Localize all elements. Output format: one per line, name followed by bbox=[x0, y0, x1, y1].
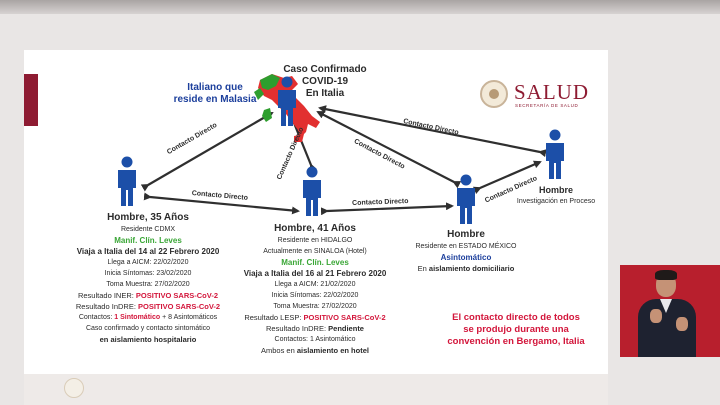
confirmed-case-title: Caso Confirmado bbox=[283, 64, 367, 75]
case-current-location: Actualmente en SINALOA (Hotel) bbox=[263, 248, 367, 255]
case-title: Hombre, 35 Años bbox=[107, 212, 189, 223]
confirmed-case-country: En Italia bbox=[305, 88, 345, 99]
isolation-prefix: En bbox=[417, 264, 427, 273]
case-trip: Viaja a Italia del 16 al 21 Febrero 2020 bbox=[243, 269, 387, 278]
case-note: Investigación en Proceso bbox=[516, 198, 596, 205]
isolation-type: aislamiento domiciliario bbox=[428, 264, 515, 273]
case-residence: Residente en ESTADO MÉXICO bbox=[415, 243, 517, 250]
person-icon bbox=[457, 174, 475, 224]
result-value: Pendiente bbox=[328, 324, 364, 333]
case-result-indre: Resultado InDRE: POSITIVO SARS-CoV-2 bbox=[58, 301, 238, 312]
arrow-man41-to-edomex bbox=[320, 202, 454, 216]
contacts-label: Contactos: bbox=[78, 314, 113, 321]
note-line-3: convención en Bergamo, Italia bbox=[447, 336, 585, 347]
case-contacts: Contactos: 1 Asintomático bbox=[274, 336, 356, 343]
result-value: POSITIVO SARS-CoV-2 bbox=[138, 302, 221, 311]
case-arrival: Llega a AICM: 22/02/2020 bbox=[107, 259, 189, 266]
contacts-symptomatic: 1 Sintomático bbox=[114, 314, 161, 321]
case-result-lesp: Resultado LESP: POSITIVO SARS-CoV-2 bbox=[220, 312, 410, 323]
case-sample: Toma Muestra: 27/02/2020 bbox=[273, 303, 357, 310]
person-icon bbox=[118, 156, 136, 206]
person-icon bbox=[303, 166, 321, 216]
arrow-investigation-to-case bbox=[318, 105, 547, 158]
case-sample: Toma Muestra: 27/02/2020 bbox=[106, 281, 190, 288]
result-label: Resultado LESP: bbox=[244, 313, 302, 322]
interpreter-hand bbox=[676, 317, 688, 331]
italian-label: Italiano que reside en Malasia bbox=[160, 82, 270, 106]
interpreter-hair bbox=[655, 270, 677, 280]
result-value: POSITIVO SARS-CoV-2 bbox=[303, 313, 386, 322]
case-arrival: Llega a AICM: 21/02/2020 bbox=[274, 281, 356, 288]
case-title: Hombre bbox=[447, 229, 485, 240]
arrow-edomex-to-investigation bbox=[472, 160, 542, 195]
case-status: Asintomático bbox=[440, 253, 492, 262]
case-man-41: Hombre, 41 Años Residente en HIDALGO Act… bbox=[220, 222, 410, 356]
interpreter-hand bbox=[650, 309, 662, 323]
case-result-iner: Resultado INER: POSITIVO SARS-CoV-2 bbox=[58, 290, 238, 301]
italian-line-1: Italiano que bbox=[187, 82, 243, 93]
result-label: Resultado InDRE: bbox=[75, 302, 136, 311]
case-result-indre: Resultado InDRE: Pendiente bbox=[220, 323, 410, 334]
confirmed-case-label: Caso Confirmado COVID-19 En Italia bbox=[270, 64, 380, 100]
case-man-edomex: Hombre Residente en ESTADO MÉXICO Asinto… bbox=[396, 228, 536, 274]
case-clinical: Manif. Clín. Leves bbox=[281, 258, 349, 267]
seal-icon bbox=[480, 80, 508, 108]
case-symptoms: Inicia Síntomas: 22/02/2020 bbox=[271, 292, 359, 299]
case-clinical: Manif. Clín. Leves bbox=[114, 236, 182, 245]
slide-footer-decoration bbox=[24, 374, 608, 405]
case-trip: Viaja a Italia del 14 al 22 Febrero 2020 bbox=[76, 247, 220, 256]
person-icon bbox=[546, 129, 564, 179]
result-value: POSITIVO SARS-CoV-2 bbox=[135, 291, 219, 300]
case-contacts: Contactos: 1 Sintomático + 8 Asintomátic… bbox=[58, 312, 238, 323]
note-line-2: se produjo durante una bbox=[463, 324, 569, 335]
case-note: Caso confirmado y contacto sintomático bbox=[85, 325, 211, 332]
arrow-man35-to-case bbox=[140, 111, 274, 192]
case-isolation: En aislamiento domiciliario bbox=[396, 263, 536, 274]
brand-name: SALUD bbox=[514, 80, 590, 104]
case-man-35: Hombre, 35 Años Residente CDMX Manif. Cl… bbox=[58, 211, 238, 345]
confirmed-case-disease: COVID-19 bbox=[301, 76, 349, 87]
case-isolation: Ambos en aislamiento en hotel bbox=[220, 345, 410, 356]
top-bar bbox=[0, 0, 720, 14]
salud-logo: SALUD SECRETARÍA DE SALUD bbox=[480, 80, 600, 110]
result-label: Resultado INER: bbox=[77, 291, 134, 300]
result-label: Resultado InDRE: bbox=[266, 324, 327, 333]
contacts-asymptomatic: + 8 Asintomáticos bbox=[162, 314, 218, 321]
slide-accent-bar bbox=[24, 74, 38, 126]
case-man-investigation: Hombre Investigación en Proceso bbox=[506, 184, 606, 207]
arrow-edomex-to-case bbox=[316, 111, 462, 189]
case-title: Hombre, 41 Años bbox=[274, 223, 356, 234]
brand-subtitle: SECRETARÍA DE SALUD bbox=[515, 103, 579, 108]
seal-icon bbox=[64, 378, 84, 398]
case-residence: Residente en HIDALGO bbox=[277, 237, 353, 244]
isolation-prefix: Ambos en bbox=[261, 346, 295, 355]
case-isolation: en aislamiento hospitalario bbox=[99, 335, 197, 344]
isolation-type: aislamiento en hotel bbox=[296, 346, 369, 355]
arrow-man35-to-man41 bbox=[143, 192, 300, 215]
case-residence: Residente CDMX bbox=[120, 226, 176, 233]
italian-line-2: reside en Malasia bbox=[173, 94, 257, 105]
case-symptoms: Inicia Síntomas: 23/02/2020 bbox=[104, 270, 192, 277]
note-line-1: El contacto directo de todos bbox=[452, 312, 580, 323]
sign-language-interpreter-video bbox=[620, 265, 720, 357]
person-icon bbox=[278, 76, 296, 126]
case-title: Hombre bbox=[538, 185, 573, 195]
convention-note: El contacto directo de todos se produjo … bbox=[426, 312, 606, 348]
